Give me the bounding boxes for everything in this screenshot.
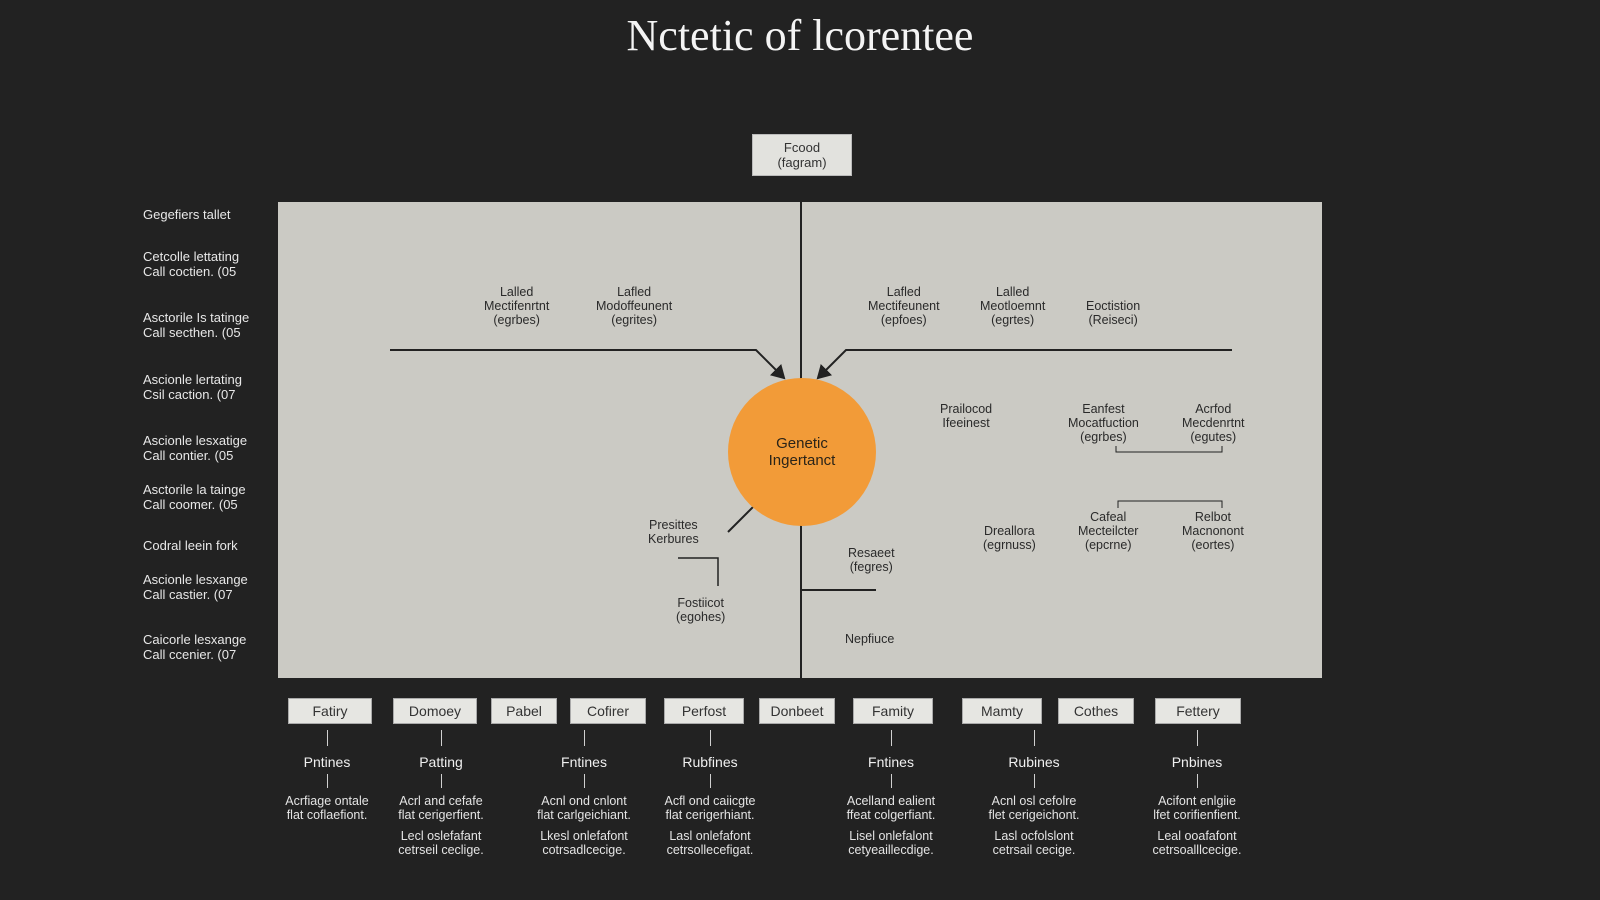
hub-line-1: Genetic bbox=[776, 435, 828, 452]
category-box: Donbeet bbox=[759, 698, 835, 724]
column-heading: Fntines bbox=[868, 754, 914, 770]
connector-line bbox=[710, 730, 711, 746]
connector-line bbox=[891, 774, 892, 788]
category-box: Mamty bbox=[962, 698, 1042, 724]
mid-right-bracket bbox=[1115, 446, 1223, 453]
connector-line bbox=[584, 774, 585, 788]
left-label: Gegefiers tallet bbox=[143, 207, 231, 222]
right-branch-arrow bbox=[816, 349, 1232, 380]
genetic-inheritance-hub: Genetic Ingertanct bbox=[728, 378, 876, 526]
connector-line bbox=[441, 774, 442, 788]
column-heading: Pnbines bbox=[1171, 754, 1223, 770]
connector-line bbox=[710, 774, 711, 788]
category-box: Fatiry bbox=[288, 698, 372, 724]
upper-right-node-3: Eoctistion(Reiseci) bbox=[1086, 299, 1141, 327]
center-right-node-2: Nepfiuce bbox=[845, 632, 895, 646]
connector-line bbox=[327, 774, 328, 788]
root-box-line-2: (fagram) bbox=[777, 155, 827, 170]
low-right-node-1: Dreallora(egrnuss) bbox=[983, 524, 1036, 552]
left-label: Codral leein fork bbox=[143, 538, 238, 553]
category-box: Famity bbox=[853, 698, 933, 724]
root-box: Fcood (fagram) bbox=[752, 134, 852, 176]
hub-line-2: Ingertanct bbox=[768, 452, 836, 469]
connector-line bbox=[1197, 774, 1198, 788]
connector-line bbox=[1197, 730, 1198, 746]
category-box: Domoey bbox=[393, 698, 477, 724]
center-right-node-1: Resaeet(fegres) bbox=[848, 546, 895, 574]
connector-line bbox=[891, 730, 892, 746]
hub-lower-left-link bbox=[727, 503, 757, 533]
connector-line bbox=[584, 730, 585, 746]
low-right-bracket bbox=[1117, 500, 1223, 508]
connector-line bbox=[1034, 730, 1035, 746]
category-box: Perfost bbox=[664, 698, 744, 724]
connector-line bbox=[441, 730, 442, 746]
lower-left-bracket bbox=[678, 557, 719, 586]
lower-left-node-2: Fostiicot(egohes) bbox=[676, 596, 726, 624]
category-box: Fettery bbox=[1155, 698, 1241, 724]
column-heading: Fntines bbox=[561, 754, 607, 770]
root-box-line-1: Fcood bbox=[783, 140, 821, 155]
column-heading: Pntines bbox=[303, 754, 351, 770]
left-branch-arrow bbox=[390, 349, 786, 380]
category-box: Pabel bbox=[491, 698, 557, 724]
category-box: Cofirer bbox=[570, 698, 646, 724]
column-heading: Patting bbox=[419, 754, 463, 770]
connector-line bbox=[1034, 774, 1035, 788]
connector-line bbox=[327, 730, 328, 746]
column-heading: Rubfines bbox=[682, 754, 738, 770]
diagram-title: Nctetic of lcorentee bbox=[626, 11, 974, 60]
category-box: Cothes bbox=[1058, 698, 1134, 724]
column-heading: Rubines bbox=[1008, 754, 1060, 770]
